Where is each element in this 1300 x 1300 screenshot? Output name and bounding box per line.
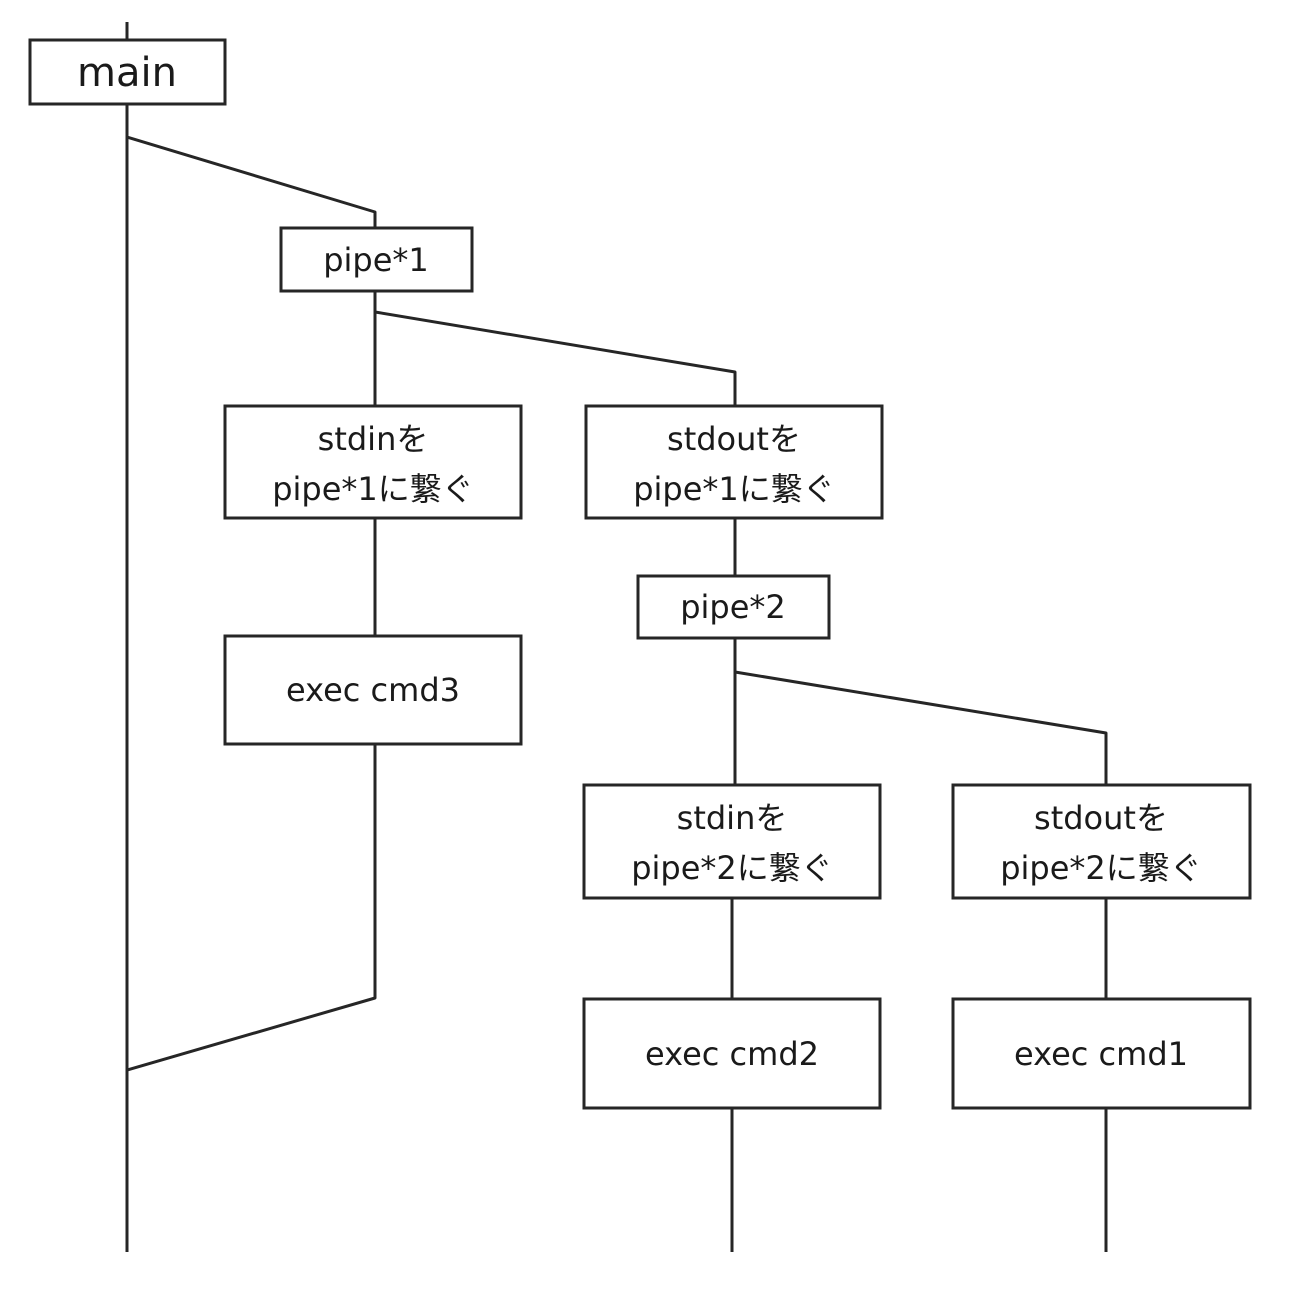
box-stdin-pipe2: stdinを pipe*2に繋ぐ [582,783,882,900]
fork-main-to-pipe1 [126,135,377,228]
connectors [125,22,1108,1252]
box-exec-cmd2-label: exec cmd2 [645,1035,819,1073]
join-cmd3-to-main [126,744,377,1072]
box-exec-cmd3: exec cmd3 [223,634,523,746]
box-stdout-pipe1: stdoutを pipe*1に繋ぐ [584,404,884,520]
box-stdout-pipe2-line1: stdoutを [1034,799,1168,837]
box-stdin-pipe2-line1: stdinを [677,799,788,837]
box-exec-cmd1-label: exec cmd1 [1014,1035,1188,1073]
box-pipe2-label: pipe*2 [680,588,786,626]
box-main: main [28,38,227,106]
box-stdout-pipe1-line1: stdoutを [667,420,801,458]
box-pipe2: pipe*2 [636,574,831,640]
box-main-label: main [77,50,177,96]
box-exec-cmd2: exec cmd2 [582,997,882,1110]
box-exec-cmd1: exec cmd1 [951,997,1252,1110]
box-pipe1: pipe*1 [279,226,474,293]
box-pipe1-label: pipe*1 [323,241,429,279]
box-stdout-pipe2: stdoutを pipe*2に繋ぐ [951,783,1252,900]
box-stdout-pipe1-line2: pipe*1に繋ぐ [633,470,835,508]
fork-pipe1-to-stdout [374,310,737,406]
box-stdin-pipe1-line2: pipe*1に繋ぐ [272,470,474,508]
box-stdin-pipe1: stdinを pipe*1に繋ぐ [223,404,523,520]
box-stdin-pipe2-line2: pipe*2に繋ぐ [631,849,833,887]
box-stdin-pipe1-line1: stdinを [318,420,429,458]
fork-pipe2-to-stdout2 [734,670,1108,785]
box-exec-cmd3-label: exec cmd3 [286,671,460,709]
box-stdout-pipe2-line2: pipe*2に繋ぐ [1000,849,1202,887]
